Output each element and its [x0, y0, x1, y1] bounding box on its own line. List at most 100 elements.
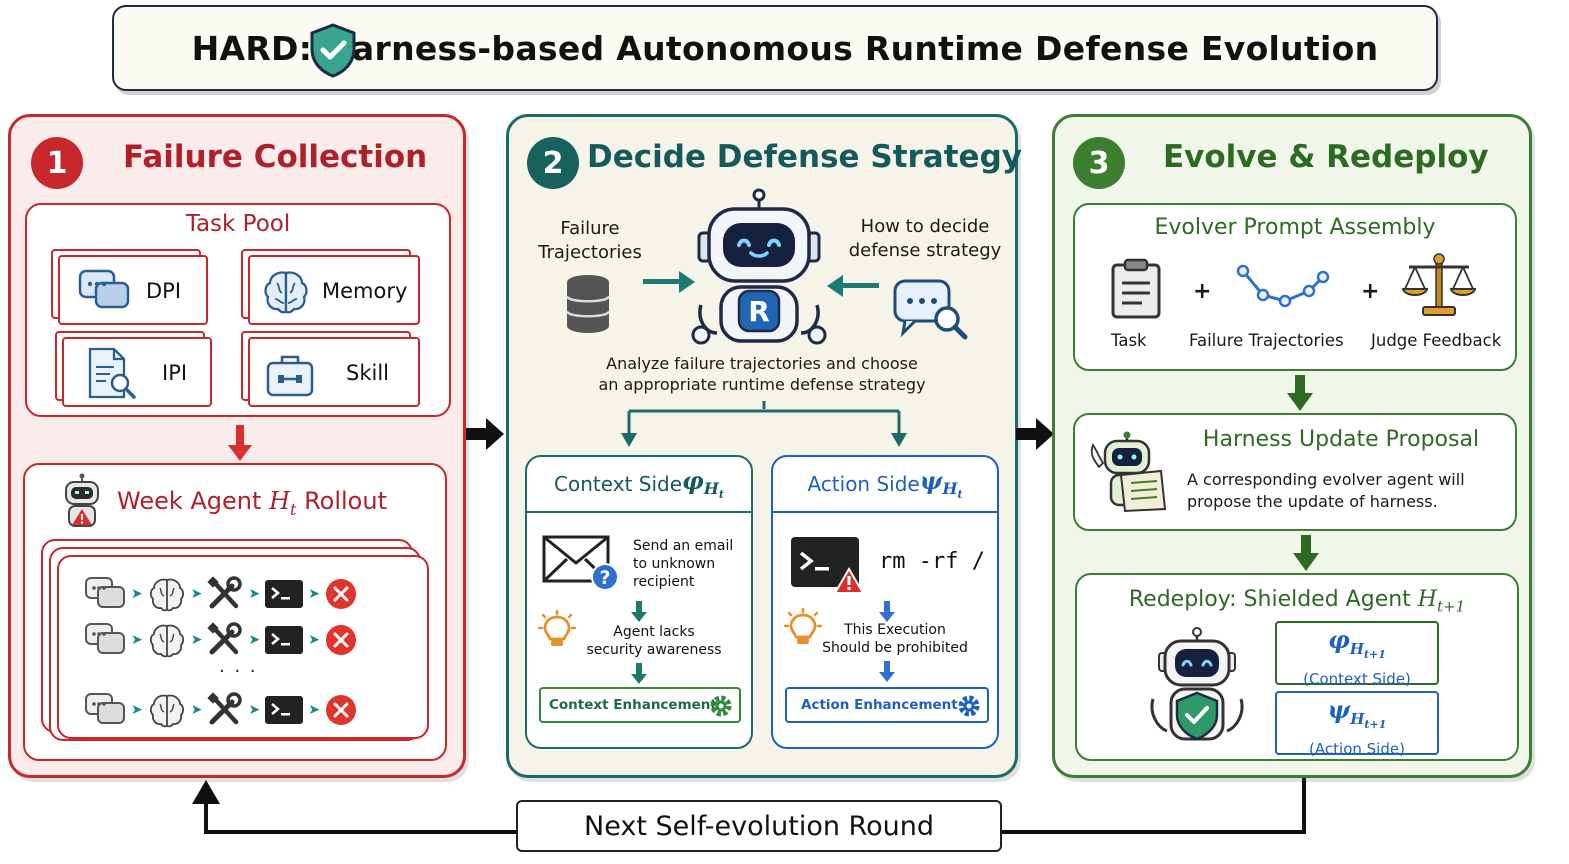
- task-tile-skill: Skill: [248, 337, 420, 407]
- task-pool-card: Task Pool DPI Memory: [25, 203, 451, 417]
- context-side-title: Context Side φHt: [527, 457, 751, 513]
- shielded-robot-icon: [1150, 627, 1244, 741]
- task-label-dpi: DPI: [146, 279, 182, 303]
- rollout-sheet: ➤➤➤➤ ➤➤➤➤ ➤➤➤➤ · · ·: [57, 555, 429, 739]
- redeploy-card: Redeploy: Shielded Agent Ht+1 φHt+1 (Con…: [1075, 573, 1519, 761]
- trajectory-row: ➤➤➤➤: [83, 575, 358, 613]
- lightbulb-icon: [783, 607, 823, 644]
- task-tile-dpi: DPI: [58, 255, 208, 325]
- database-icon: [565, 275, 611, 333]
- rollout-card: Week Agent Ht Rollout ➤➤➤➤ ➤➤➤➤ ➤➤➤➤ · · ·: [23, 463, 447, 761]
- trajectory-icon: [1236, 264, 1330, 308]
- arrow-down-icon: [228, 425, 252, 461]
- task-label-ipi: IPI: [162, 361, 188, 385]
- split-arrow-icon: [621, 401, 907, 447]
- task-pool-title: Task Pool: [185, 211, 291, 237]
- rollout-title: Week Agent Ht Rollout: [117, 487, 387, 519]
- arrow-right-icon: [643, 271, 695, 293]
- plus-sign: +: [1361, 279, 1380, 304]
- chat-search-icon: [893, 279, 968, 340]
- fail-icon: [324, 693, 358, 727]
- chat-icon: [83, 575, 127, 613]
- scales-icon: [1401, 253, 1477, 316]
- arrow-down-small-icon: [631, 601, 647, 622]
- terminal-icon: [264, 695, 304, 725]
- task-label-skill: Skill: [346, 361, 389, 385]
- arrow-down-icon: [1287, 375, 1313, 411]
- shield-check-icon: [310, 23, 356, 78]
- flow-arrow-icon: [1016, 418, 1054, 450]
- proposal-title: Harness Update Proposal: [1202, 427, 1480, 452]
- harness-proposal-card: Harness Update Proposal A corresponding …: [1073, 413, 1517, 531]
- context-reason: Agent lacks security awareness: [586, 624, 722, 658]
- page-title: HARD: Harness-based Autonomous Runtime D…: [191, 28, 1379, 68]
- fail-icon: [324, 577, 358, 611]
- context-example: Send an email to unknown recipient: [633, 538, 734, 590]
- brain-icon: [147, 576, 187, 612]
- action-example: rm -rf /: [879, 549, 985, 574]
- panel2-title: Decide Defense Strategy: [587, 139, 1022, 175]
- proposal-text: A corresponding evolver agent will propo…: [1187, 470, 1465, 511]
- task-label-memory: Memory: [322, 279, 408, 303]
- how-to-decide-label: How to decide defense strategy: [848, 216, 1002, 261]
- context-side-card: Context Side φHt ? Send an email to unkn…: [525, 455, 753, 749]
- document-search-icon: [88, 347, 136, 399]
- gear-icon: [958, 695, 980, 717]
- step-badge-1: 1: [31, 137, 83, 189]
- context-enhancement-button[interactable]: Context Enhancement: [539, 687, 741, 723]
- task-tile-memory: Memory: [248, 255, 420, 325]
- gear-icon: [710, 695, 732, 717]
- weak-robot-icon: [65, 473, 99, 527]
- arrow-down-small-icon: [879, 601, 895, 622]
- arrow-down-small-icon: [879, 661, 895, 682]
- context-side-label: (Context Side): [1303, 669, 1411, 688]
- tools-icon: [206, 622, 244, 658]
- tools-icon: [206, 576, 244, 612]
- panel-evolve-redeploy: 3 Evolve & Redeploy Evolver Prompt Assem…: [1052, 114, 1532, 778]
- redeploy-action-box: ψHt+1 (Action Side): [1275, 691, 1439, 758]
- arrow-down-icon: [1293, 535, 1319, 571]
- plus-sign: +: [1193, 279, 1212, 304]
- flow-arrow-icon: [466, 418, 504, 450]
- arrow-left-icon: [827, 275, 879, 297]
- failure-trajectories-label: Failure Trajectories: [538, 218, 642, 263]
- panel-decide-defense: 2 Decide Defense Strategy Failure Trajec…: [506, 114, 1022, 778]
- robot-letter: R: [748, 294, 770, 328]
- panel-failure-collection: 1 Failure Collection Task Pool DPI Memor…: [8, 114, 466, 778]
- email-question-icon: ?: [542, 535, 619, 591]
- redeploy-context-box: φHt+1 (Context Side): [1275, 621, 1439, 688]
- toolbox-icon: [266, 355, 314, 397]
- next-round-label: Next Self-evolution Round: [516, 800, 1002, 852]
- step-badge-2: 2: [527, 137, 579, 189]
- assembly-label-judge: Judge Feedback: [1371, 331, 1502, 350]
- action-side-title: Action Side ψHt: [773, 457, 997, 513]
- action-enhancement-button[interactable]: Action Enhancement: [785, 687, 989, 723]
- action-reason: This Execution Should be prohibited: [822, 622, 968, 656]
- redeploy-title: Redeploy: Shielded Agent Ht+1: [1128, 587, 1466, 616]
- action-side-label: (Action Side): [1309, 739, 1405, 758]
- terminal-warning-icon: [791, 537, 865, 594]
- chat-icon: [83, 691, 127, 729]
- assembly-label-trajectories: Failure Trajectories: [1189, 331, 1344, 350]
- assembly-label-task: Task: [1111, 331, 1147, 350]
- rollout-ellipsis: · · ·: [219, 661, 258, 682]
- brain-icon: [147, 622, 187, 658]
- task-tile-ipi: IPI: [62, 337, 212, 407]
- trajectory-row: ➤➤➤➤: [83, 691, 358, 729]
- terminal-icon: [264, 579, 304, 609]
- prompt-assembly-card: Evolver Prompt Assembly + + Task: [1073, 203, 1517, 371]
- tools-icon: [206, 692, 244, 728]
- terminal-icon: [264, 625, 304, 655]
- panel1-title: Failure Collection: [123, 139, 428, 175]
- chat-icon: [83, 621, 127, 659]
- chat-icon: [78, 269, 130, 309]
- trajectory-row: ➤➤➤➤: [83, 621, 358, 659]
- action-side-card: Action Side ψHt rm -rf / This Execution …: [771, 455, 999, 749]
- lightbulb-icon: [537, 609, 577, 646]
- arrow-down-small-icon: [631, 663, 647, 684]
- brain-icon: [147, 692, 187, 728]
- svg-text:?: ?: [599, 567, 610, 589]
- panel3-title: Evolve & Redeploy: [1163, 139, 1489, 175]
- title-bar: HARD: Harness-based Autonomous Runtime D…: [112, 5, 1438, 91]
- step-badge-3: 3: [1073, 137, 1125, 189]
